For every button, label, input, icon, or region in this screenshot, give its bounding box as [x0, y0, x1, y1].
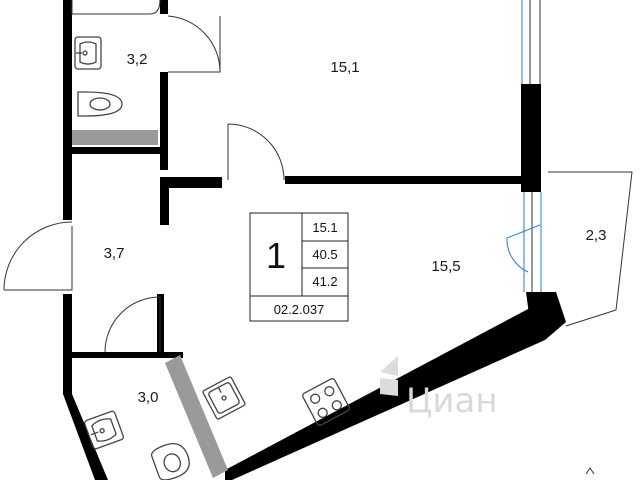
- area-hall: 3,7: [104, 245, 125, 262]
- info-value-2: 40.5: [312, 247, 337, 262]
- info-value-3: 41.2: [312, 274, 337, 289]
- area-main-room: 15,5: [431, 258, 460, 275]
- area-bathroom-top: 3,2: [127, 51, 148, 68]
- wall-bath-top-right: [160, 72, 168, 170]
- gray-wall-bath-top: [72, 130, 158, 145]
- area-kitchen-living-top: 15,1: [330, 59, 359, 76]
- thin-lines: [3, 0, 633, 475]
- wall-hall-right-upper: [160, 180, 169, 225]
- balcony-door-swing: [506, 224, 541, 273]
- door-bath-top: [167, 15, 221, 73]
- fixtures: [74, 36, 350, 480]
- wall-left-upper: [63, 0, 72, 220]
- door-bath-bottom: [104, 296, 161, 353]
- toilet-bottom: [150, 442, 190, 480]
- sink-bottom: [84, 410, 124, 450]
- area-bathroom-bottom: 3,0: [138, 389, 159, 406]
- toilet-top: [77, 91, 123, 117]
- sink-top: [74, 36, 102, 70]
- info-box-frame: [249, 212, 349, 322]
- wall-kitchen-sep-left: [160, 177, 222, 188]
- balcony-outline: [548, 171, 633, 327]
- wall-bath-top-right-upper: [160, 0, 168, 14]
- gray-wall-bath-bottom: [165, 355, 228, 478]
- kitchen-sink: [202, 376, 246, 420]
- wall-right-pillar: [521, 84, 541, 192]
- wall-bath-top-bottom: [63, 147, 168, 154]
- watermark-logo: Циан: [380, 356, 498, 421]
- stove: [302, 378, 350, 426]
- wall-bath-bottom-top: [63, 352, 183, 358]
- rooms-count: 1: [266, 235, 286, 276]
- door-entrance: [3, 221, 73, 291]
- corner-mark: [585, 467, 595, 475]
- wall-right-lower-pillar: [526, 292, 566, 340]
- watermark-text: Циан: [406, 381, 498, 421]
- apartment-info-box: [249, 212, 349, 322]
- wall-left-mid: [63, 294, 72, 394]
- watermark-house-icon: [380, 356, 398, 396]
- wall-kitchen-sep-right: [285, 176, 535, 184]
- wall-bottom-left-diagonal: [63, 394, 108, 480]
- door-living: [227, 123, 285, 181]
- apartment-code: 02.2.037: [274, 302, 325, 317]
- info-value-1: 15.1: [312, 220, 337, 235]
- area-balcony: 2,3: [586, 227, 607, 244]
- bathtub-top: [71, 0, 161, 15]
